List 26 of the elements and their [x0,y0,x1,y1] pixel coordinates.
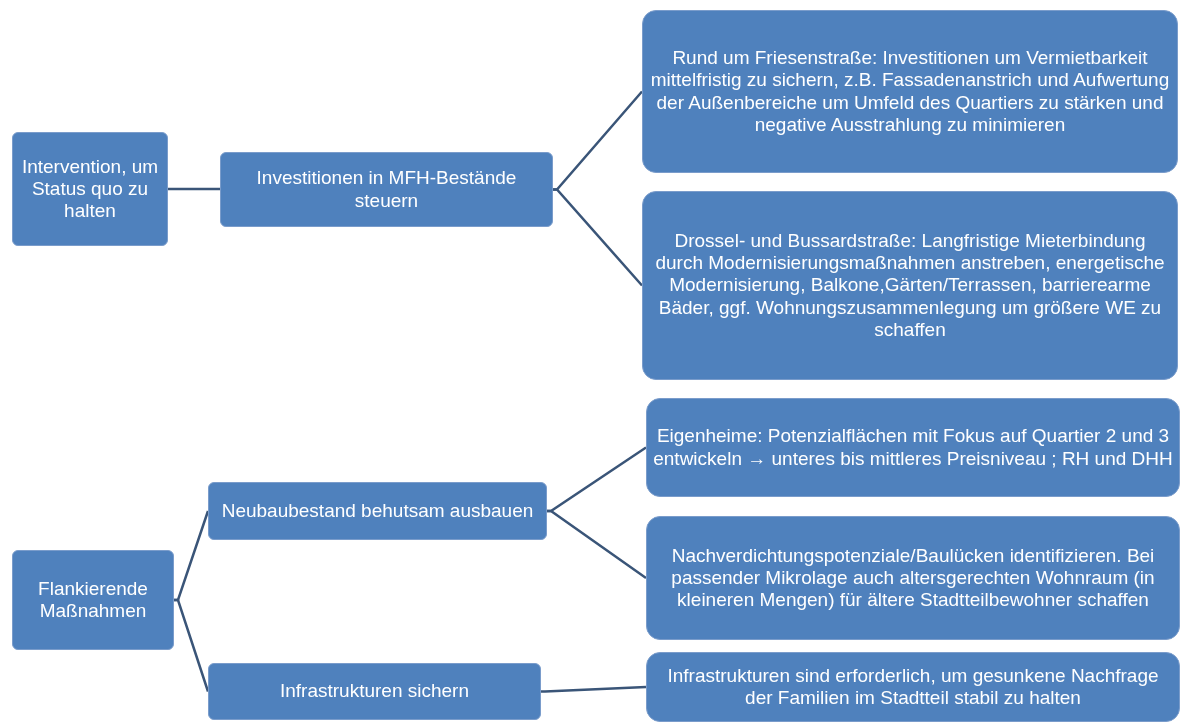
text-box [642,10,1178,173]
connector-line [547,509,647,580]
text-box [642,191,1178,380]
box-text: Infrastrukturen sind erforderlich, um gesunkene Nachfrage der Familien im Stadtteil stabil zu halten [666,664,1160,710]
text-box [646,516,1180,640]
text-box [208,482,547,540]
box-text: Rund um Friesenstraße: Investitionen um Vermietbarkeit mittelfristig zu sichern, z.B. Fassadenanstrich und Aufwertung der Außenbereiche um Umfeld des Quartiers zu stärken und negative Ausstrahlung zu minimieren [649,47,1171,136]
box-text: Intervention, um Status quo zu halten [20,155,160,223]
text-box [12,550,174,650]
connector-line [553,188,643,287]
box-text: Eigenheime: Potenzialflächen mit Fokus auf Quartier 2 und 3 entwickeln → unteres bis mittleres Preisniveau ; RH und DHH [653,425,1173,470]
box-text: Flankierende Maßnahmen [37,577,149,623]
connector-line [174,510,210,602]
box-text: Infrastrukturen sichern [280,680,469,703]
connector-line [541,685,647,693]
connector-line [168,187,220,191]
text-box [646,652,1180,722]
box-text: Drossel- und Bussardstraße: Langfristige Mieterbindung durch Modernisierungsmaßnahmen anstreben, energetische Modernisierung, Balkone,Gärten/Terrassen, barrierearme Bäder, ggf. Wohnungszusammenlegung um größere WE zu schaffen [654,230,1166,341]
box-text: Nachverdichtungspotenziale/Baulücken identifizieren. Bei passender Mikrolage auch altersgerechten Wohnraum (in kleineren Mengen) für ältere Stadtteilbewohner schaffen [670,544,1156,612]
text-box [12,132,168,246]
text-box [208,663,541,720]
box-text: Neubaubestand behutsam ausbauen [221,500,534,522]
text-box [220,152,553,227]
connector-line [174,598,210,692]
box-text: Investitionen in MFH-Bestände steuern [255,167,518,212]
text-box [646,398,1180,497]
